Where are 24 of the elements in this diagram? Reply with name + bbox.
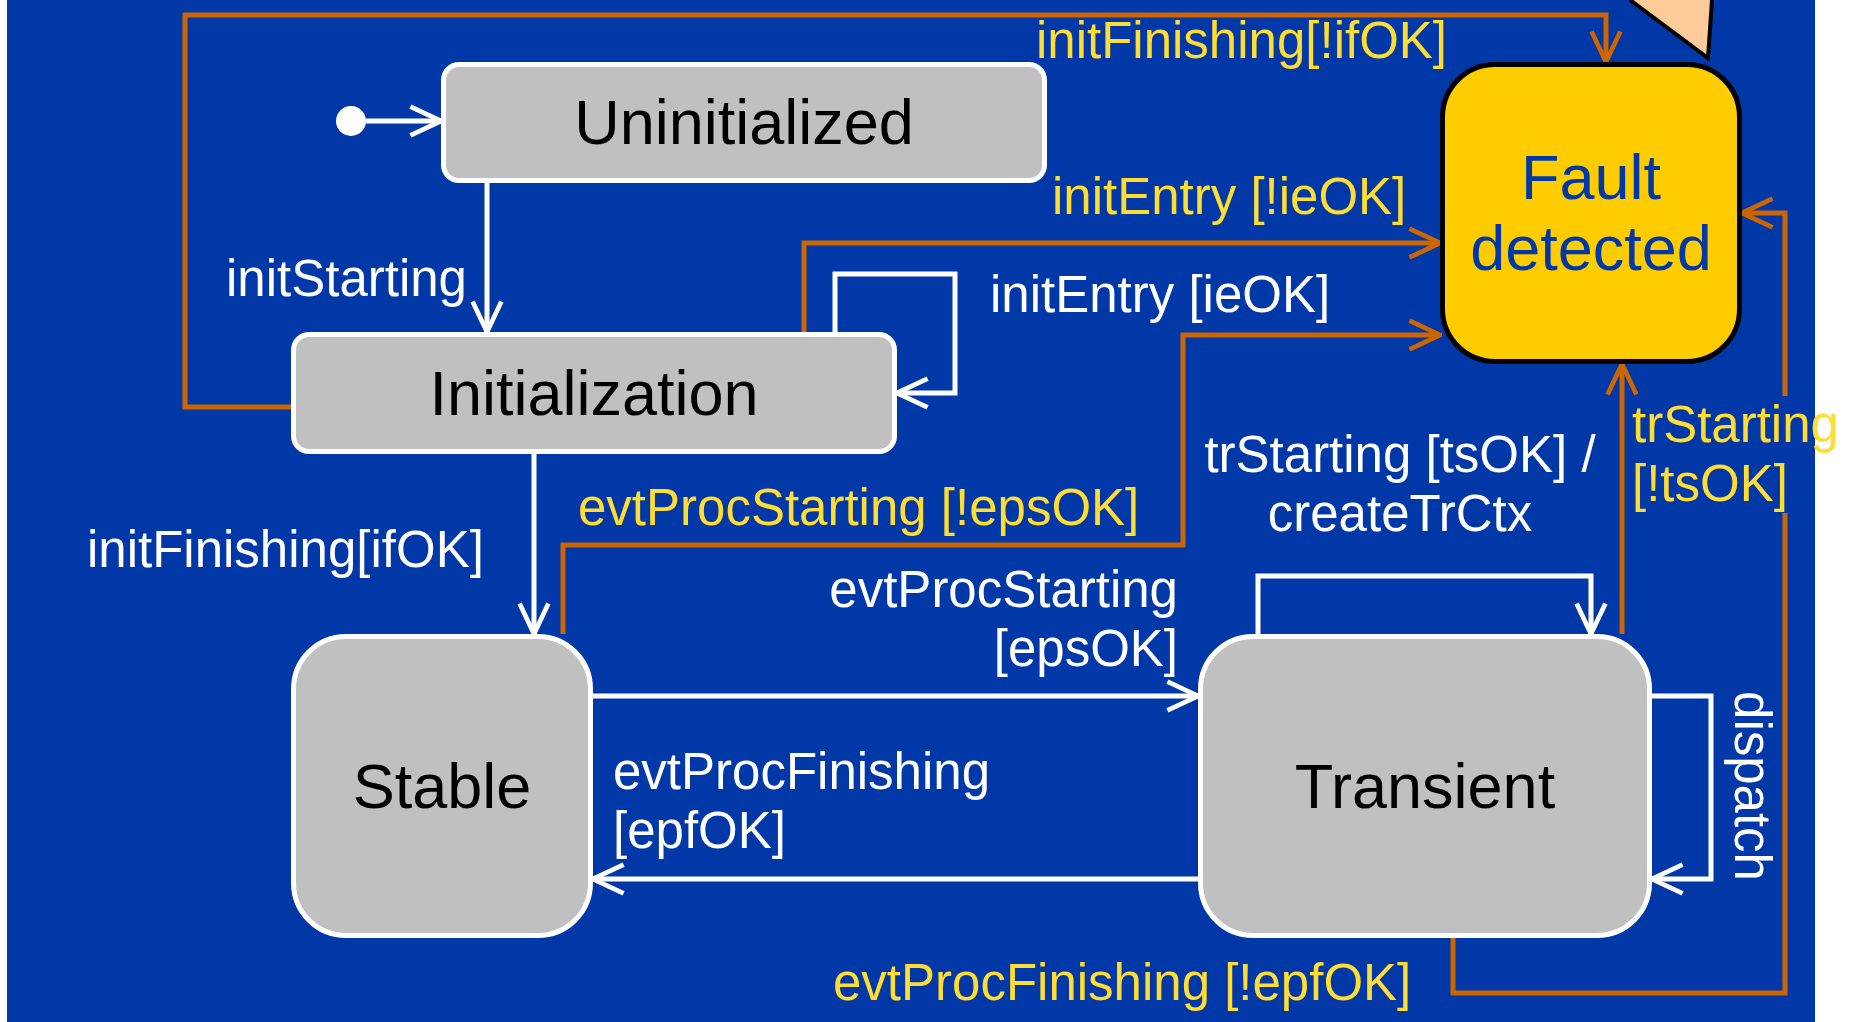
edge-label: evtProcFinishing [!epfOK] [833,954,1412,1013]
state-name: Stable [351,750,533,822]
edge-label: initStarting [226,250,467,309]
fault-transition-arrow [182,12,1623,410]
edge-label: initFinishing[ifOK] [87,521,484,580]
fault-transition-arrow [1450,196,1788,996]
state-name: Initialization [428,357,760,429]
edge-label: dispatch [1723,691,1782,881]
edge-label: initFinishing[!ifOK] [1036,12,1447,71]
state-name: Fault detected [1469,142,1713,284]
state-name: Transient [1293,750,1557,822]
edge-label: initEntry [ieOK] [990,266,1331,325]
state-name: Uninitialized [573,87,915,158]
edge-label: evtProcStarting [!epsOK] [578,479,1140,538]
callout-pointer [1628,0,1714,62]
edge-label: initEntry [!ieOK] [1052,168,1407,227]
state-box [1198,634,1652,938]
edge-label: evtProcStarting [epsOK] [828,561,1178,679]
state-box [291,634,593,938]
fault-transition-arrow [560,318,1443,634]
state-box [291,332,897,454]
edge-label: trStarting [tsOK] / createTrCtx [1203,426,1597,544]
transition-arrow [832,271,958,410]
edge-label: evtProcFinishing [epfOK] [613,743,991,861]
